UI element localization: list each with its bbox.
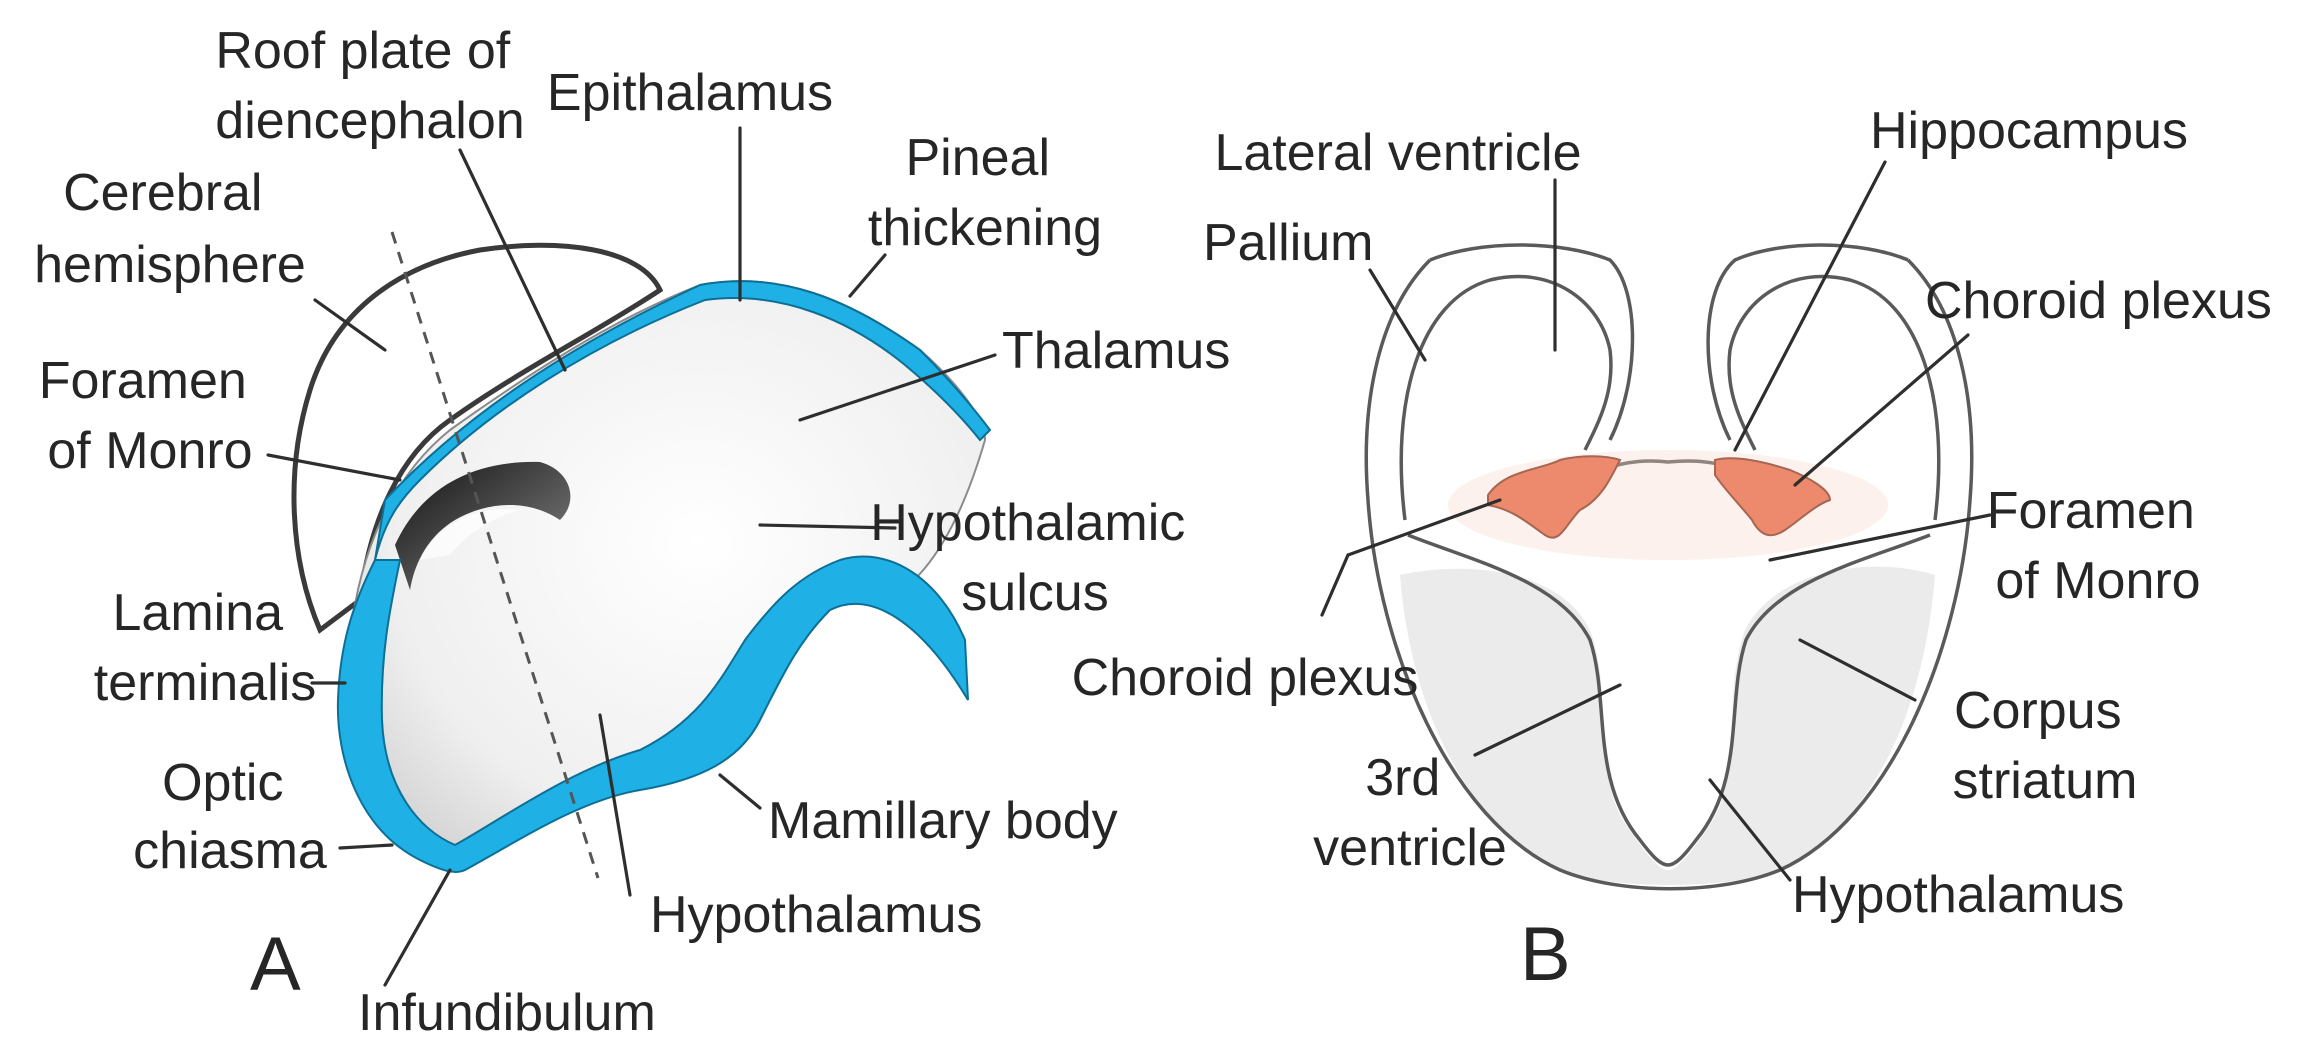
striatum-hypothalamus-fill <box>1400 566 1935 885</box>
label-infundibulum: Infundibulum <box>358 984 656 1042</box>
label-lamina-terminalis: Lamina terminalis <box>94 584 317 712</box>
left-lateral-ventricle <box>1399 274 1613 521</box>
ependyma-floor-band <box>336 555 969 873</box>
section-plane-dashed <box>390 231 600 879</box>
label-choroid-plexus-left: Choroid plexus <box>1072 649 1419 707</box>
label-mamillary-body: Mamillary body <box>768 792 1118 850</box>
choroid-halo <box>1448 450 1888 560</box>
label-pallium: Pallium <box>1203 214 1374 272</box>
right-lateral-ventricle <box>1727 274 1941 521</box>
label-hypothalamus-b: Hypothalamus <box>1792 866 2124 924</box>
leader-choroid-left <box>1320 553 1350 617</box>
panel-a-drawing <box>291 231 992 879</box>
leader-cerebral-hemisphere <box>313 298 387 352</box>
choroid-plexus-left-shape <box>1487 455 1622 539</box>
leader-pallium <box>1368 268 1427 362</box>
label-optic-chiasma: Optic chiasma <box>133 754 327 880</box>
label-thalamus: Thalamus <box>1002 322 1230 380</box>
panel-a-leaders <box>266 126 997 987</box>
ependyma-roof-band <box>374 280 992 561</box>
label-third-ventricle: 3rd ventricle <box>1313 749 1507 877</box>
leader-corpus-striatum <box>1798 638 1917 702</box>
panel-letter-b: B <box>1520 912 1571 997</box>
label-choroid-plexus-right: Choroid plexus <box>1925 272 2272 330</box>
leader-mamillary <box>718 773 762 810</box>
left-hemisphere-outer <box>1429 243 1635 441</box>
leader-choroid-left-2 <box>1346 498 1502 557</box>
label-hypothalamic-sulcus: Hypothalamic sulcus <box>870 494 1199 622</box>
panel-b-leaders <box>1320 160 1992 882</box>
label-foramen-monro-b: Foramen of Monro <box>1987 482 2210 610</box>
leader-foramen-b <box>1768 513 1992 562</box>
label-cerebral-hemisphere: Cerebral hemisphere <box>34 164 306 294</box>
label-epithalamus: Epithalamus <box>547 64 833 122</box>
leader-roof-plate <box>458 148 567 372</box>
sulcus-groove-inner <box>420 509 520 560</box>
leader-hypothalamic-sulcus <box>758 523 897 530</box>
sulcus-groove-shape <box>395 461 571 590</box>
leader-third-ventricle <box>1473 683 1622 757</box>
label-hypothalamus-a: Hypothalamus <box>650 886 982 944</box>
leader-optic-chiasma <box>338 843 394 850</box>
outer-wall-contour <box>1364 258 1974 891</box>
leader-thalamus <box>798 353 997 422</box>
cerebral-hemisphere-shape <box>291 242 664 634</box>
label-corpus-striatum: Corpus striatum <box>1953 682 2138 810</box>
label-roof-plate: Roof plate of diencephalon <box>215 22 524 150</box>
panel-b-drawing <box>1364 243 1974 891</box>
leader-foramen-a <box>266 453 402 482</box>
label-foramen-monro-a: Foramen of Monro <box>39 352 262 480</box>
leader-hypothalamus-b <box>1708 778 1792 882</box>
panel-letter-a: A <box>250 922 301 1007</box>
label-lateral-ventricle: Lateral ventricle <box>1214 124 1581 182</box>
third-ventricle-contour <box>1407 533 1931 867</box>
leader-choroid-right <box>1793 333 1970 487</box>
label-pineal-thickening: Pineal thickening <box>868 129 1102 257</box>
label-hippocampus: Hippocampus <box>1870 102 2188 160</box>
leader-pineal <box>848 253 887 298</box>
leader-infundibulum <box>383 868 452 987</box>
leader-hippocampus <box>1733 160 1887 452</box>
right-hemisphere-outer <box>1706 243 1909 441</box>
leader-hypothalamus-a <box>598 713 632 897</box>
